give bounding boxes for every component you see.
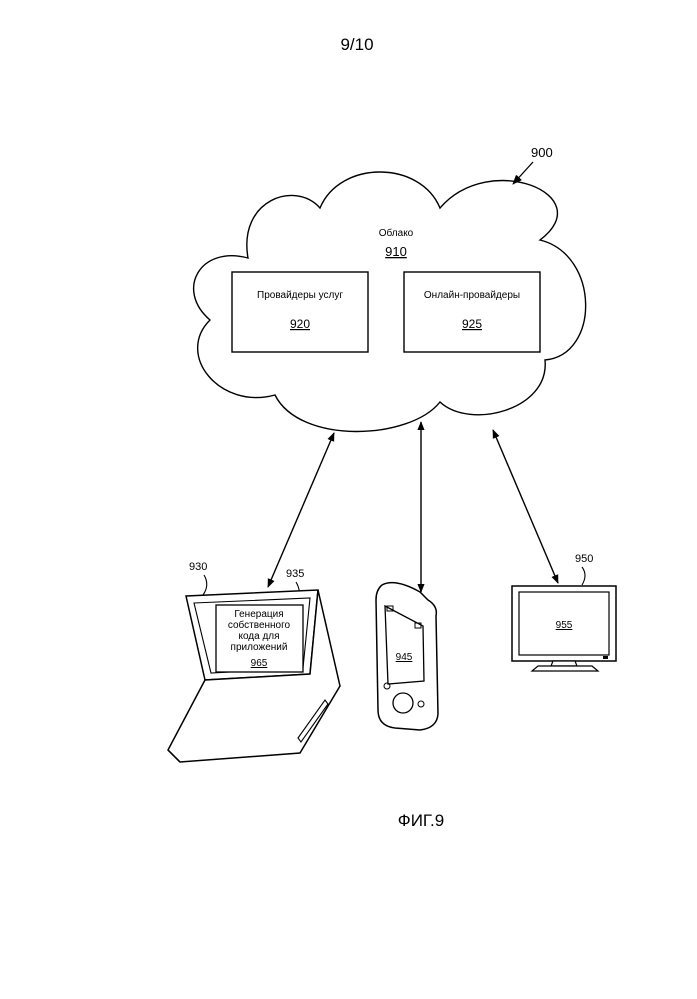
app-ref: 965 bbox=[251, 658, 268, 669]
app-line-2: собственного bbox=[228, 619, 291, 631]
service-providers-label: Провайдеры услуг bbox=[257, 290, 343, 301]
monitor-led bbox=[603, 656, 608, 659]
monitor-stand-neck bbox=[551, 661, 577, 666]
handheld: 945 bbox=[376, 583, 438, 730]
monitor-stand-base bbox=[532, 666, 598, 671]
laptop-ref: 930 bbox=[189, 561, 207, 573]
service-providers-box bbox=[232, 272, 368, 352]
page-number: 9/10 bbox=[340, 35, 373, 54]
monitor-screen-ref: 955 bbox=[556, 620, 573, 631]
app-line-4: приложений bbox=[231, 642, 288, 653]
app-line-1: Генерация bbox=[234, 609, 283, 620]
laptop-ref-leader bbox=[203, 575, 207, 595]
figure-caption: ФИГ.9 bbox=[398, 811, 444, 830]
monitor-ref: 950 bbox=[575, 553, 593, 565]
cloud-label: Облако bbox=[379, 227, 414, 239]
monitor-ref-leader bbox=[582, 567, 585, 585]
handheld-screen-ref: 945 bbox=[396, 652, 413, 663]
online-providers-label: Онлайн-провайдеры bbox=[424, 290, 520, 301]
laptop: 930 935 Генерация собственного кода для … bbox=[168, 561, 340, 762]
online-providers-box bbox=[404, 272, 540, 352]
monitor: 950 955 bbox=[512, 553, 616, 671]
cloud: Облако 910 Провайдеры услуг 920 Онлайн-п… bbox=[194, 172, 586, 432]
service-providers-ref: 920 bbox=[290, 317, 310, 331]
app-line-3: кода для bbox=[238, 631, 279, 642]
ref-900: 900 bbox=[531, 145, 553, 160]
arrow-cloud-laptop bbox=[268, 433, 334, 587]
online-providers-ref: 925 bbox=[462, 317, 482, 331]
laptop-screen-ref: 935 bbox=[286, 568, 304, 580]
cloud-ref: 910 bbox=[385, 244, 407, 259]
handheld-center-button bbox=[393, 693, 413, 713]
arrow-cloud-monitor bbox=[493, 430, 558, 583]
